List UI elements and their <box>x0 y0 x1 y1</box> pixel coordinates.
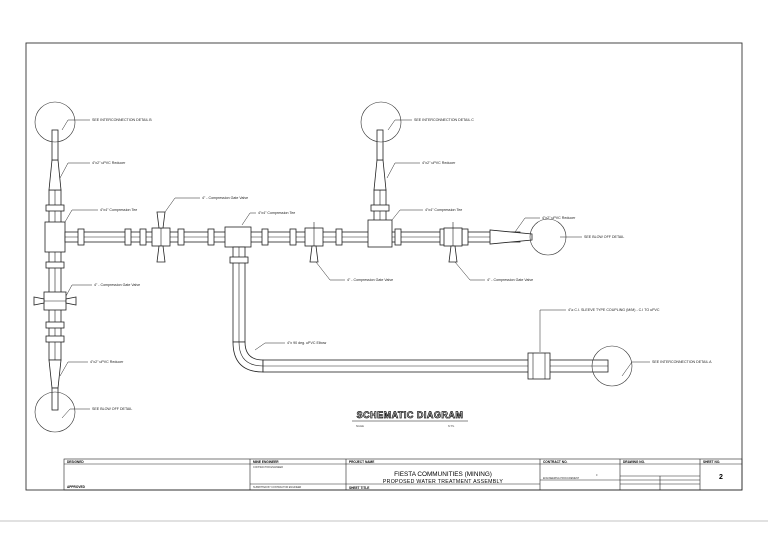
leader-lines <box>59 119 650 419</box>
callout-reducer-right: 4"x2" uPVC Reducer <box>542 216 576 220</box>
callout-gate-valve-mid: 4" - Compression Gate Valve <box>347 278 393 282</box>
tb-drawing-no-header: DRAWING NO. <box>623 460 645 464</box>
detail-circle-c <box>360 101 402 143</box>
branch-pipe-elbow <box>229 246 609 380</box>
callout-reducer-mid-top: 4"x2" uPVC Reducer <box>422 161 456 165</box>
callout-tee-left: 4"x4" Compression Tee <box>100 208 137 212</box>
callout-blow-off-left: SEE BLOW OFF DETAIL <box>92 407 132 411</box>
tb-engineer-sub: CONTRACTOR ENGINEER <box>253 466 283 469</box>
tb-contract-sub: ENGINEERING PROCUREMENT <box>543 477 580 480</box>
callout-tee-mid: 4"x4" Compression Tee <box>258 211 295 215</box>
tb-contract-value: 0 <box>596 474 598 477</box>
tb-drawing-title: PROPOSED WATER TREATMENT ASSEMBLY <box>383 479 503 485</box>
callout-reducer-left-top: 4"x2" uPVC Reducer <box>92 161 126 165</box>
callout-interconnection-a: SEE INTERCONNECTION DETAIL A <box>652 360 712 364</box>
tb-designed-header: DESIGNED <box>67 460 84 464</box>
tb-approved: APPROVED <box>67 485 86 489</box>
tb-engineer-header: MINE ENGINEER <box>253 460 279 464</box>
left-vertical-pipe <box>33 129 77 411</box>
scale-value: N.T.S. <box>448 425 455 428</box>
callout-gate-valve-right: 4" - Compression Gate Valve <box>487 278 533 282</box>
main-horizontal-pipe <box>64 211 533 263</box>
tb-sheet-number: 2 <box>719 474 723 481</box>
detail-circle-blowoff-left <box>34 391 76 433</box>
tb-project-header: PROJECT NAME <box>349 460 374 464</box>
detail-circle-a <box>591 345 633 387</box>
callout-gate-valve-left: 4" - Compression Gate Valve <box>94 283 140 287</box>
callout-gate-valve-top: 4" - Compression Gate Valve <box>202 196 248 200</box>
callout-tee-right: 4"x4" Compression Tee <box>425 208 462 212</box>
scale-label: SCALE <box>356 425 364 428</box>
sheet-border <box>25 42 743 491</box>
tb-contract-header: CONTRACT NO. <box>543 460 568 464</box>
callout-sleeve-coupling: 4"⌀ C.I. SLEEVE TYPE COUPLING (M/M) - C.… <box>568 308 660 312</box>
callout-interconnection-c: SEE INTERCONNECTION DETAIL C <box>414 118 474 122</box>
detail-circle-b <box>34 101 76 143</box>
callout-interconnection-b: SEE INTERCONNECTION DETAIL B <box>92 118 152 122</box>
tb-sheet-no-header: SHEET NO. <box>703 460 720 464</box>
mid-vertical-pipe <box>367 129 393 248</box>
tb-sheet-title: SHEET TITLE <box>349 486 369 490</box>
tb-submitted: SUBMITTED BY CONTRACTOR ENGINEER <box>253 486 302 489</box>
callout-elbow: 4"x 90 deg. uPVC Elbow <box>287 341 327 345</box>
diagram-title: SCHEMATIC DIAGRAM <box>357 410 464 420</box>
title-block <box>63 458 743 491</box>
tb-project-name: FIESTA COMMUNITIES (MINING) <box>394 471 492 478</box>
callout-blow-off-right: SEE BLOW OFF DETAIL <box>584 235 624 239</box>
callout-reducer-left-bottom: 4"x2" uPVC Reducer <box>90 360 124 364</box>
